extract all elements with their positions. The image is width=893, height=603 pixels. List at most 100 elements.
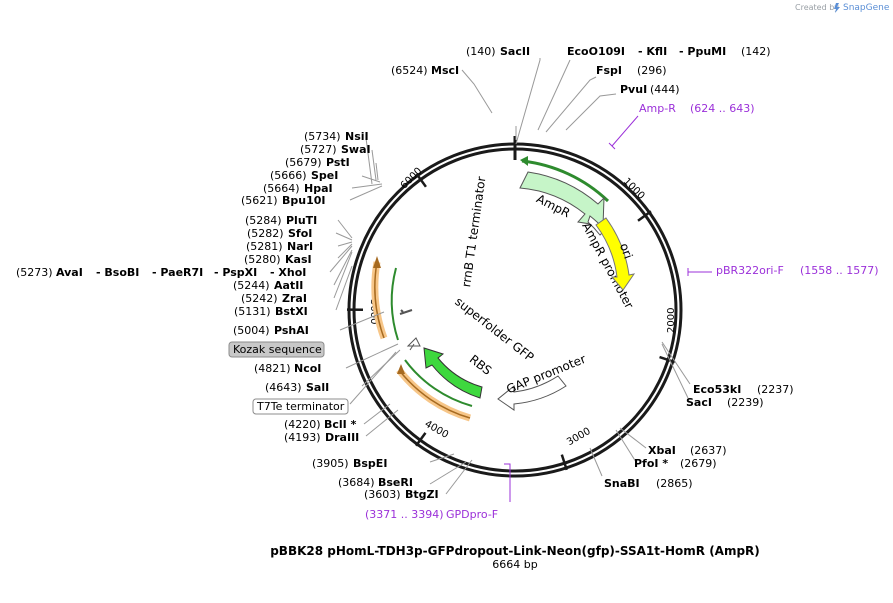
ampr-feature[interactable] (519, 156, 610, 236)
site-pluti[interactable]: (5284) PluTI (245, 214, 317, 227)
site-pshai[interactable]: (5004) PshAI (233, 324, 309, 337)
hpai-position: (5664) (263, 182, 300, 195)
leader-lines (329, 58, 691, 495)
sali-position: (4643) (265, 381, 302, 394)
site-sali[interactable]: (4643) SalI (265, 381, 329, 394)
saci-name: SacI (686, 396, 712, 409)
site-psti[interactable]: (5679) PstI (285, 156, 350, 169)
kozak-sequence-label: Kozak sequence (233, 343, 322, 356)
swai-position: (5727) (300, 143, 337, 156)
site-hpai[interactable]: (5664) HpaI (263, 182, 333, 195)
site-nari[interactable]: (5281) NarI (246, 240, 313, 253)
site-snabi[interactable]: SnaBI (2865) (604, 477, 693, 490)
t7te-terminator-tag[interactable]: T7Te terminator (252, 398, 349, 415)
site-msci[interactable]: (6524) MscI (391, 64, 459, 77)
ppumi-name: - PpuMI (679, 45, 726, 58)
nsii-name: NsiI (345, 130, 369, 143)
amp-r-primer-mark[interactable] (608, 115, 639, 150)
rrnb-t1-terminator-feature[interactable] (399, 309, 413, 315)
zrai-name: ZraI (282, 292, 307, 305)
pbr322ori-primer-mark[interactable] (687, 268, 712, 276)
bstxi-name: BstXI (275, 305, 308, 318)
gpdpro-primer-mark[interactable] (504, 463, 511, 502)
xbai-position: (2637) (690, 444, 727, 457)
site-sacii[interactable]: (140) SacII (466, 45, 530, 58)
site-aatii[interactable]: (5244) AatII (233, 279, 303, 292)
left-terminator-arc-a (371, 256, 388, 340)
snapgene-logo-text: SnapGene (843, 3, 890, 13)
pshai-position: (5004) (233, 324, 270, 337)
site-xbai[interactable]: XbaI (2637) (648, 444, 727, 457)
sacii-position: (140) (466, 45, 496, 58)
site-pvui[interactable]: PvuI (444) (620, 83, 680, 96)
nari-name: NarI (287, 240, 313, 253)
site-sfoi[interactable]: (5282) SfoI (247, 227, 312, 240)
site-bpu10i[interactable]: (5621) Bpu10I (241, 194, 326, 207)
aatii-name: AatII (274, 279, 303, 292)
bspei-name: BspEI (353, 457, 387, 470)
site-btgzi[interactable]: (3603) BtgZI (364, 488, 439, 501)
bottom-terminator-arc-a (396, 364, 472, 422)
primer-amp-r[interactable]: Amp-R (624 .. 643) (639, 102, 755, 115)
t7te-terminator-label: T7Te terminator (256, 400, 345, 413)
superfolder-gfp-feature[interactable] (423, 347, 483, 399)
scale-tick-2000 (659, 355, 676, 364)
site-nsii[interactable]: (5734) NsiI (304, 130, 369, 143)
zrai-position: (5242) (241, 292, 278, 305)
hpai-name: HpaI (304, 182, 333, 195)
bottom-terminator-arc-b (404, 359, 473, 407)
ncoi-position: (4821) (254, 362, 291, 375)
site-ecoo109i-group[interactable]: EcoO109I - KflI - PpuMI (142) (567, 45, 771, 58)
site-bstxi[interactable]: (5131) BstXI (234, 305, 308, 318)
rbs-label: RBS (467, 352, 495, 378)
sacii-name: SacII (500, 45, 530, 58)
amp-r-primer-range: (624 .. 643) (690, 102, 755, 115)
site-draiii[interactable]: (4193) DraIII (284, 431, 359, 444)
snabi-position: (2865) (656, 477, 693, 490)
pfoi-position: (2679) (680, 457, 717, 470)
pvui-name: PvuI (620, 83, 647, 96)
avai-name: AvaI (56, 266, 83, 279)
msci-position: (6524) (391, 64, 428, 77)
site-swai[interactable]: (5727) SwaI (300, 143, 371, 156)
primer-gpdpro-f[interactable]: (3371 .. 3394) GPDpro-F (365, 508, 498, 521)
swai-name: SwaI (341, 143, 371, 156)
bpu10i-name: Bpu10I (282, 194, 326, 207)
ori-feature[interactable] (595, 217, 636, 291)
gap-promoter-feature[interactable] (497, 375, 567, 411)
xhoi-name: - XhoI (270, 266, 306, 279)
pshai-name: PshAI (274, 324, 309, 337)
site-kasi[interactable]: (5280) KasI (244, 253, 312, 266)
primer-pbr322ori-f[interactable]: pBR322ori-F (1558 .. 1577) (716, 264, 879, 277)
tick-label-3000: 3000 (565, 426, 593, 448)
btgzi-position: (3603) (364, 488, 401, 501)
kozak-sequence-tag[interactable]: Kozak sequence (228, 341, 325, 358)
nsii-position: (5734) (304, 130, 341, 143)
kozak-marker[interactable] (406, 337, 421, 347)
tick-label-2000: 2000 (666, 308, 677, 333)
pluti-position: (5284) (245, 214, 282, 227)
scale-tick-4000 (415, 432, 427, 447)
bstxi-position: (5131) (234, 305, 271, 318)
spei-name: SpeI (311, 169, 338, 182)
site-pfoi[interactable]: PfoI * (2679) (634, 457, 717, 470)
sfoi-name: SfoI (288, 227, 312, 240)
sali-name: SalI (306, 381, 329, 394)
scale-tick-1000 (637, 210, 652, 222)
site-zrai[interactable]: (5242) ZraI (241, 292, 307, 305)
site-ncoi[interactable]: (4821) NcoI (254, 362, 321, 375)
site-eco53ki[interactable]: Eco53kI (2237) (693, 383, 794, 396)
bcli-position: (4220) (284, 418, 321, 431)
ori-label: ori (617, 241, 635, 260)
kasi-position: (5280) (244, 253, 281, 266)
pluti-name: PluTI (286, 214, 317, 227)
site-avai-group[interactable]: (5273) AvaI - BsoBI - PaeR7I - PspXI - X… (16, 266, 306, 279)
scale-tick-3000 (560, 454, 568, 471)
site-spei[interactable]: (5666) SpeI (270, 169, 338, 182)
site-saci[interactable]: SacI (2239) (686, 396, 764, 409)
site-bspei[interactable]: (3905) BspEI (312, 457, 387, 470)
site-bcli[interactable]: (4220) BclI * (284, 418, 357, 431)
site-bseri[interactable]: (3684) BseRI (338, 476, 413, 489)
site-fspi[interactable]: FspI (296) (596, 64, 667, 77)
